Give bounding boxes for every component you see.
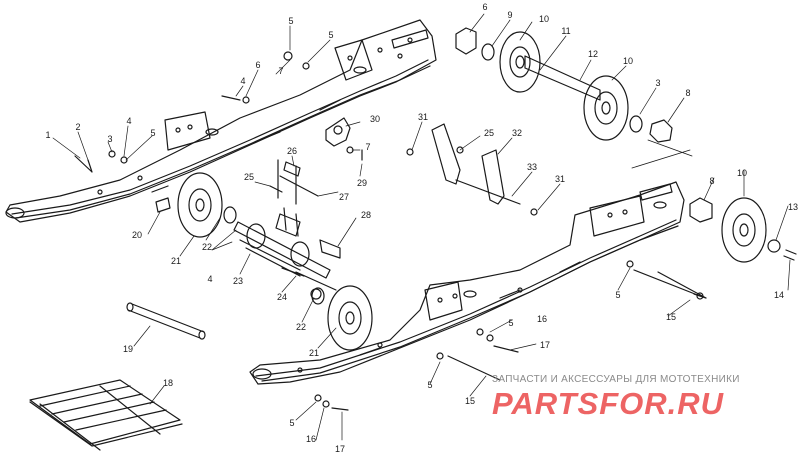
callout-8: 8: [685, 88, 690, 98]
shock-bracket-parts: [325, 117, 538, 216]
callout-7b: 7: [365, 142, 370, 152]
callout-10b: 10: [623, 56, 633, 66]
callout-9: 9: [507, 10, 512, 20]
callout-25: 25: [484, 128, 494, 138]
callout-22: 22: [202, 242, 212, 252]
callout-5e: 5: [508, 318, 513, 328]
callout-28: 28: [361, 210, 371, 220]
rail-right: [249, 181, 685, 385]
callout-15: 15: [666, 312, 676, 322]
callout-15b: 15: [465, 396, 475, 406]
callout-17: 17: [540, 340, 550, 350]
callout-6b: 6: [482, 2, 487, 12]
watermark-tagline: ЗАПЧАСТИ И АКСЕССУАРЫ ДЛЯ МОТОТЕХНИКИ: [492, 374, 740, 385]
rail-left: [5, 19, 437, 223]
callout-17b: 17: [335, 444, 345, 454]
track-inset: [29, 379, 183, 451]
callout-16: 16: [537, 314, 547, 324]
idler-wheel-left: [155, 172, 237, 238]
callout-2: 2: [75, 122, 80, 132]
callout-5d: 5: [615, 290, 620, 300]
fasteners: [74, 51, 707, 411]
callout-10: 10: [539, 14, 549, 24]
long-shafts: [126, 302, 206, 340]
callout-26: 26: [287, 146, 297, 156]
callout-5f: 5: [427, 380, 432, 390]
callout-21: 21: [171, 256, 181, 266]
callout-27: 27: [339, 192, 349, 202]
callout-5: 5: [150, 128, 155, 138]
callout-10c: 10: [737, 168, 747, 178]
callout-5b: 5: [288, 16, 293, 26]
callout-29: 29: [357, 178, 367, 188]
callout-20: 20: [132, 230, 142, 240]
callout-8b: 8: [709, 176, 714, 186]
callout-4c: 4: [207, 274, 212, 284]
watermark-brand-logo: PARTSFOR.RU: [492, 386, 725, 421]
callout-22b: 22: [296, 322, 306, 332]
callout-30: 30: [370, 114, 380, 124]
callout-31b: 31: [555, 174, 565, 184]
callout-3b: 3: [655, 78, 660, 88]
callout-14: 14: [774, 290, 784, 300]
callout-16b: 16: [306, 434, 316, 444]
callout-7: 7: [278, 66, 283, 76]
callout-25b: 25: [244, 172, 254, 182]
callout-32: 32: [512, 128, 522, 138]
callout-6: 6: [255, 60, 260, 70]
callout-12: 12: [588, 49, 598, 59]
callout-3: 3: [107, 134, 112, 144]
leader-lines: [52, 13, 791, 441]
callout-11: 11: [561, 26, 570, 36]
callout-33: 33: [527, 162, 537, 172]
callout-13: 13: [788, 202, 798, 212]
callout-19: 19: [123, 344, 133, 354]
callout-18: 18: [163, 378, 173, 388]
callout-labels: 1 2 3 4 5 4 5 5 6 7 6 9 10 11 12 10 3 8 …: [45, 2, 798, 454]
idler-wheel-center: [311, 285, 373, 351]
rear-idler-axle-assembly: [455, 27, 693, 169]
callout-4b: 4: [240, 76, 245, 86]
callout-31: 31: [418, 112, 428, 122]
callout-21b: 21: [309, 348, 319, 358]
callout-4: 4: [126, 116, 131, 126]
callout-1: 1: [45, 130, 50, 140]
side-idler-right: [689, 197, 797, 263]
callout-24: 24: [277, 292, 287, 302]
callout-5g: 5: [289, 418, 294, 428]
callout-23: 23: [233, 276, 243, 286]
callout-5c: 5: [328, 30, 333, 40]
